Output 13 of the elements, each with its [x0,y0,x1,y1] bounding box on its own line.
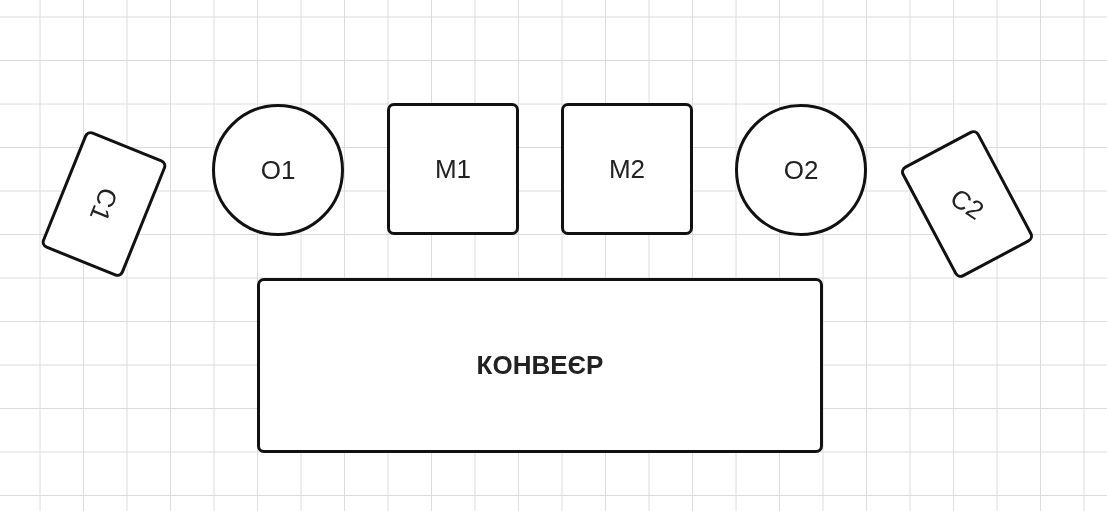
circle-node [735,104,867,236]
node-label: O1 [260,154,296,186]
node-label: КОНВЕЄР [476,350,604,381]
conveyor-box [257,278,823,453]
rotated-box [39,129,169,279]
node-label: C2 [944,181,990,227]
circle-node [212,104,344,236]
node-label: M2 [608,153,646,185]
node-label: M1 [434,153,472,185]
node-label: C1 [83,182,125,226]
square-box [561,103,693,235]
node-label: O2 [783,154,819,186]
square-box [387,103,519,235]
